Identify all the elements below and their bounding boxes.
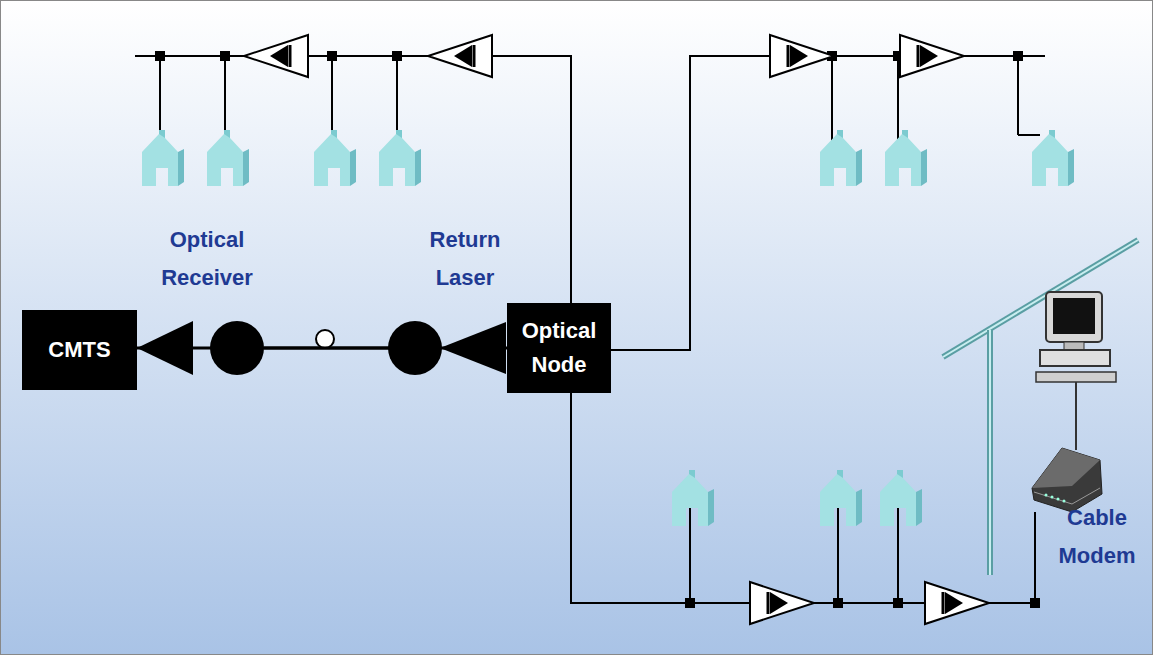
amplifier xyxy=(244,35,989,624)
tap xyxy=(155,51,1040,608)
device-label: Cable Modem xyxy=(1047,499,1147,575)
house xyxy=(142,130,1074,526)
node-text: CMTS xyxy=(48,333,110,367)
equipment-label: Return Laser xyxy=(410,221,520,297)
fiber-link xyxy=(137,347,507,350)
equipment-label: Optical Receiver xyxy=(132,221,282,297)
node-box: Optical Node xyxy=(507,303,611,393)
coax-trunk xyxy=(135,56,1045,603)
node-text: Optical Node xyxy=(507,314,611,382)
headend-box: CMTS xyxy=(22,310,137,390)
